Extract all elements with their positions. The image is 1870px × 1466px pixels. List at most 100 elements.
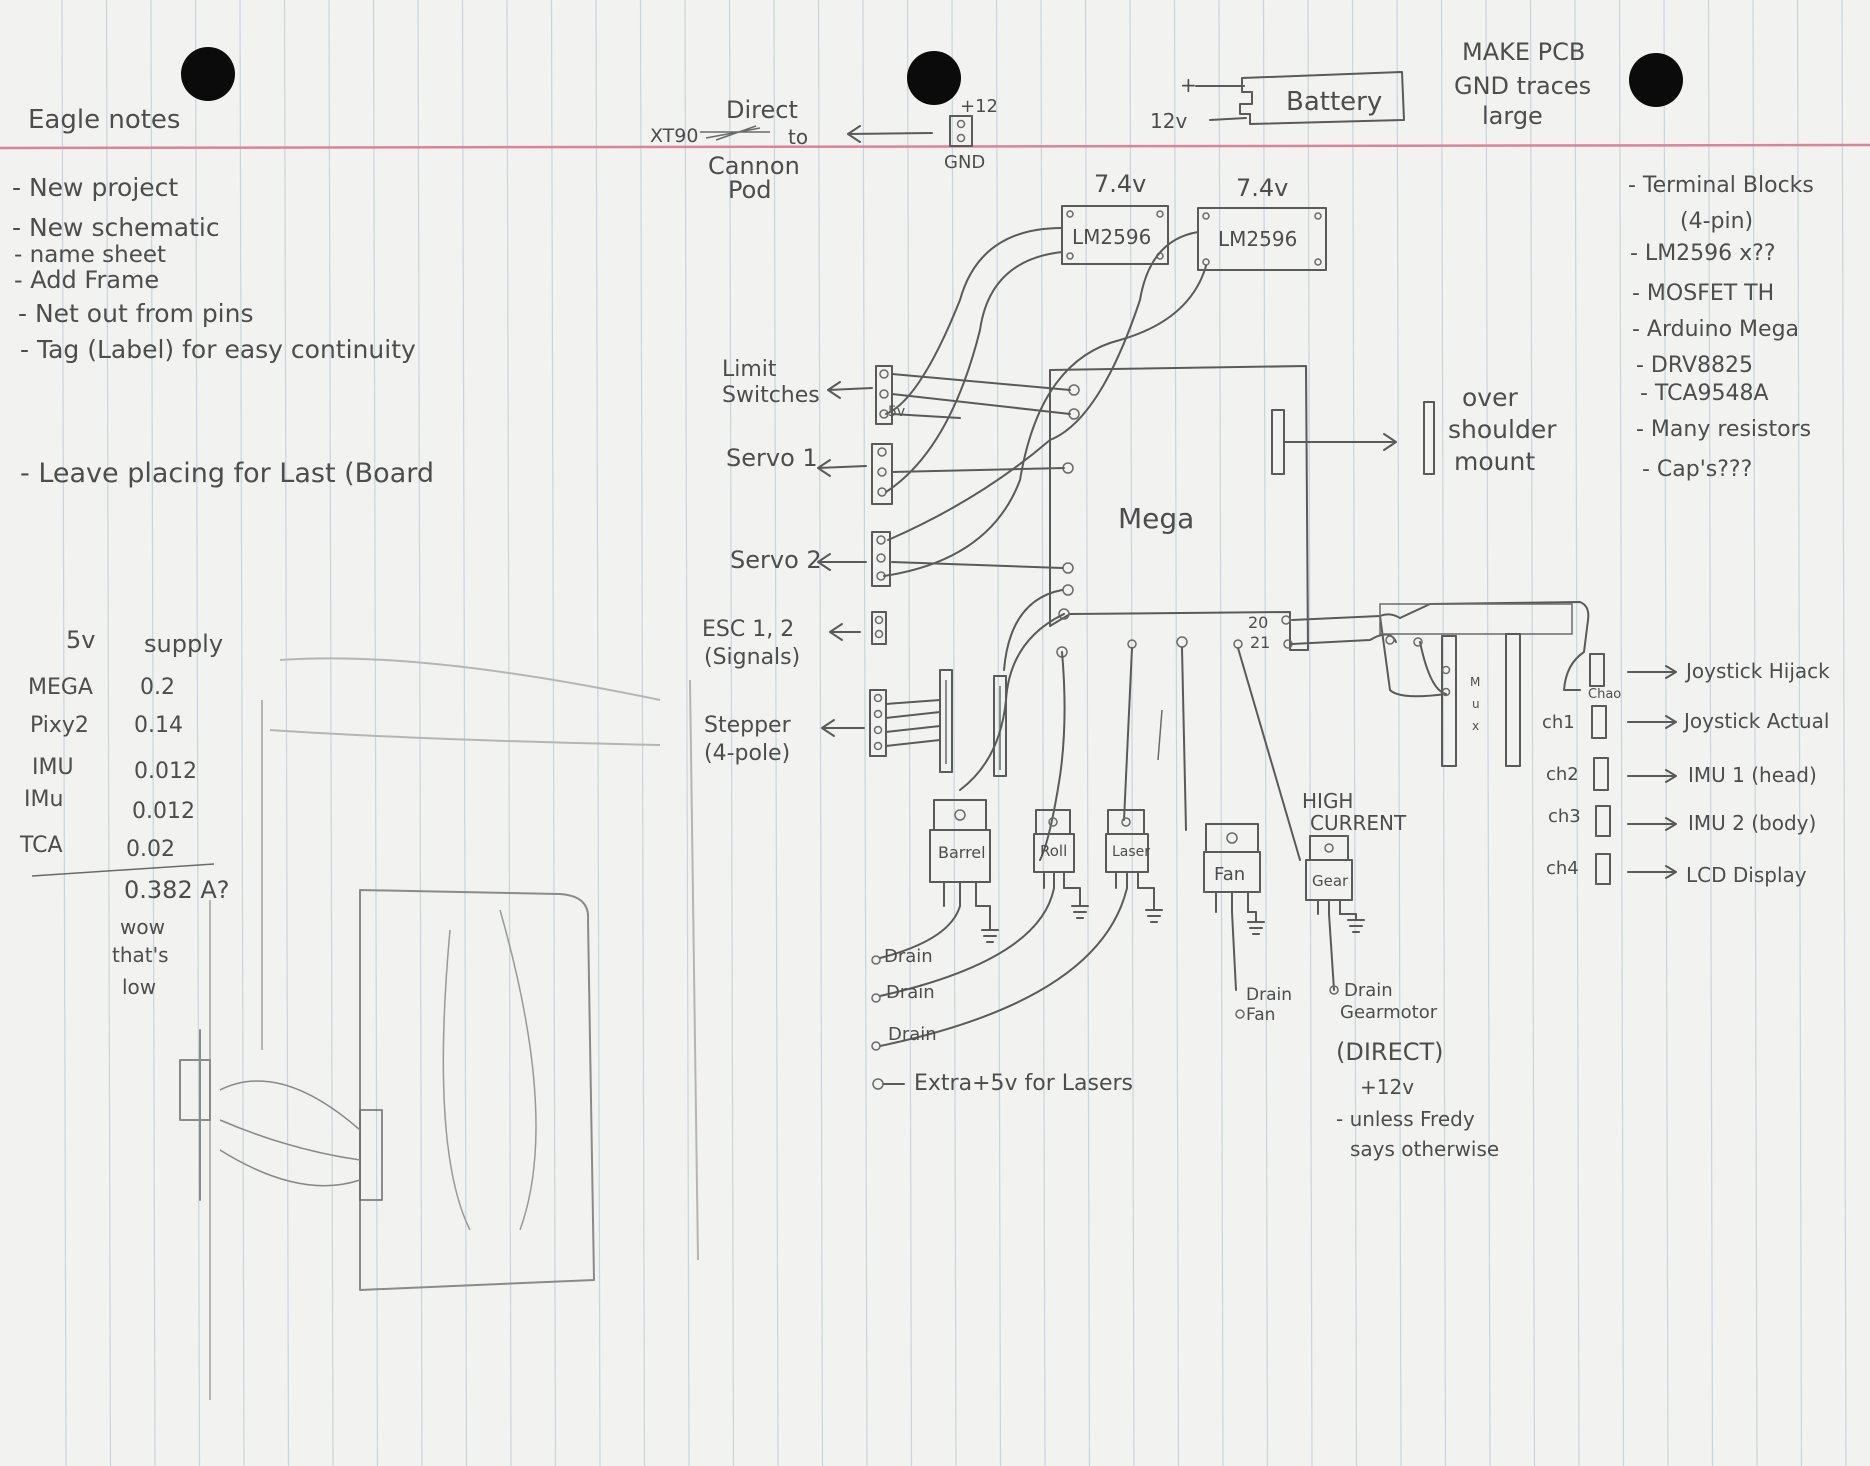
channel-target: IMU 1 (head) xyxy=(1688,763,1817,787)
mosfet-roll: Roll xyxy=(1033,809,1075,889)
high-current-label: HIGH xyxy=(1302,789,1353,813)
notes-title: Eagle notes xyxy=(28,105,180,135)
esc-header xyxy=(871,611,887,645)
limit-label: Limit xyxy=(722,357,777,382)
rule-line xyxy=(105,0,112,1466)
rule-line xyxy=(61,0,67,1466)
supply-row-name: IMu xyxy=(24,787,63,812)
pin20-label: 20 xyxy=(1248,613,1268,632)
mosfet-gear: Gear xyxy=(1305,835,1353,915)
reg-name: LM2596 xyxy=(1072,225,1151,249)
rule-line xyxy=(1351,0,1358,1466)
erased-sketch xyxy=(179,657,699,1400)
rule-line xyxy=(1307,0,1313,1466)
rule-line xyxy=(1218,0,1224,1466)
direct-xt90-note: Direct XT90 to Cannon Pod xyxy=(650,96,808,204)
plus12-label: +12 xyxy=(960,96,998,117)
parts-item: - Cap's??? xyxy=(1642,457,1752,482)
rule-line xyxy=(1841,0,1847,1466)
gear-note: +12v xyxy=(1360,1075,1414,1099)
high-current-label: CURRENT xyxy=(1310,811,1407,835)
rule-line xyxy=(239,0,245,1466)
supply-header: supply xyxy=(144,630,223,658)
rule-line xyxy=(1173,0,1180,1466)
punch-hole xyxy=(907,51,961,105)
mosfet-label: Gear xyxy=(1312,872,1349,890)
battery-symbol: + 12v Battery xyxy=(1150,71,1405,133)
rule-line xyxy=(906,0,913,1466)
supply-row-name: Pixy2 xyxy=(30,713,89,738)
esc-label: (Signals) xyxy=(704,645,800,670)
rule-line xyxy=(1574,0,1580,1466)
wires xyxy=(883,227,1301,861)
supply-row-value: 0.02 xyxy=(126,837,175,862)
rule-line xyxy=(283,0,290,1466)
reg-voltage: 7.4v xyxy=(1236,174,1288,202)
note-item: - name sheet xyxy=(14,242,166,268)
supply-row-value: 0.012 xyxy=(132,799,195,824)
supply-comment: low xyxy=(122,975,156,999)
mount-arrow xyxy=(1283,433,1397,451)
rule-line xyxy=(1396,0,1402,1466)
pcb-note: MAKE PCB xyxy=(1462,38,1585,66)
rule-line xyxy=(1529,0,1536,1466)
sketch-connector xyxy=(359,1109,383,1201)
rule-line xyxy=(595,0,601,1466)
rule-line xyxy=(1440,0,1447,1466)
parts-item: - Many resistors xyxy=(1636,417,1811,442)
header-connectors xyxy=(869,365,1007,777)
parts-item: - Terminal Blocks xyxy=(1628,173,1814,198)
lm2596-regulator: LM2596 xyxy=(1061,205,1169,265)
connector-arrows xyxy=(817,381,873,737)
xt90-arrow xyxy=(847,132,933,135)
pcb-note: GND traces xyxy=(1454,72,1591,100)
mosfet-label: Laser xyxy=(1112,844,1150,860)
ruled-lines xyxy=(61,0,1847,1466)
pin21-label: 21 xyxy=(1250,633,1270,652)
rule-line xyxy=(1707,0,1714,1466)
driver-header xyxy=(993,675,1007,777)
channel-label: ch3 xyxy=(1548,806,1581,827)
mosfet-fan: Fan xyxy=(1203,823,1261,913)
mount-bracket xyxy=(1423,401,1435,475)
supply-row-name: IMU xyxy=(32,755,74,780)
gear-drain-label: Drain xyxy=(1344,980,1393,1001)
mosfet-label: Barrel xyxy=(938,843,986,862)
servo2-label: Servo 2 xyxy=(730,546,822,574)
pcb-note: large xyxy=(1482,102,1543,130)
mega-label: Mega xyxy=(1118,502,1194,535)
drain-label: Drain xyxy=(886,982,935,1003)
parts-item: - TCA9548A xyxy=(1640,381,1769,406)
channel-label: ch4 xyxy=(1546,858,1579,879)
parts-item: - LM2596 x?? xyxy=(1630,241,1776,266)
rule-line xyxy=(1084,0,1091,1466)
rule-line xyxy=(1040,0,1046,1466)
supply-total: 0.382 A? xyxy=(124,876,230,904)
power-input-connector xyxy=(949,115,973,147)
channel-label: ch2 xyxy=(1546,764,1579,785)
rule-line xyxy=(1618,0,1625,1466)
rule-line xyxy=(1485,0,1491,1466)
rule-line xyxy=(372,0,379,1466)
channel-target: Joystick Actual xyxy=(1682,709,1829,733)
stepper-label: Stepper xyxy=(704,713,792,738)
stepper-header xyxy=(869,689,887,757)
punch-hole xyxy=(1629,53,1683,107)
mux-label: M xyxy=(1470,675,1480,689)
stepper-label: (4-pole) xyxy=(704,741,790,766)
channel-target: LCD Display xyxy=(1686,863,1807,887)
mux-strip xyxy=(1505,633,1521,767)
rule-line xyxy=(1752,0,1758,1466)
mount-label: mount xyxy=(1454,447,1535,476)
drain-label: Drain xyxy=(888,1024,937,1045)
channel-label: Chao xyxy=(1588,687,1621,702)
rule-line xyxy=(639,0,646,1466)
supply-row-name: TCA xyxy=(19,833,63,858)
gnd-label: GND xyxy=(944,152,985,173)
gear-note: says otherwise xyxy=(1350,1137,1499,1161)
esc-label: ESC 1, 2 xyxy=(702,617,794,642)
channel-target: Joystick Hijack xyxy=(1684,659,1830,683)
pod-label: Pod xyxy=(728,176,772,204)
servo1-label: Servo 1 xyxy=(726,444,818,472)
